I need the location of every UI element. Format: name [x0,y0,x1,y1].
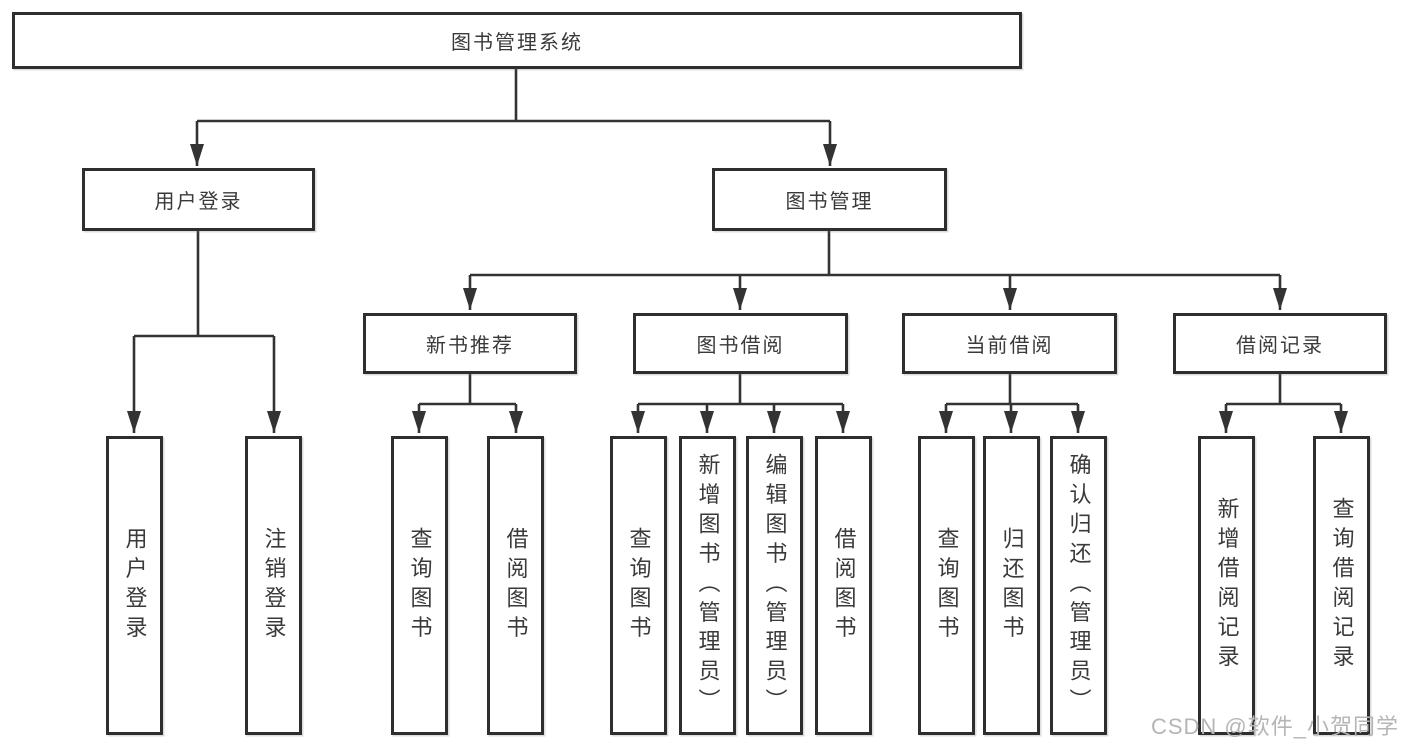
node-label: 借阅记录 [1236,335,1324,357]
node-book-borrowing: 图书借阅 [633,313,848,374]
node-label: 查询图书 [407,526,433,645]
node-label: 查询借阅记录 [1329,497,1355,674]
node-book-management: 图书管理 [712,168,947,231]
node-borrowing-records: 借阅记录 [1173,313,1387,374]
node-leaf-borrow-books-recommend: 借阅图书 [487,436,544,735]
node-leaf-add-borrow-record: 新增借阅记录 [1198,436,1255,735]
csdn-watermark: CSDN @软件_小贺同学 [1150,714,1399,739]
node-label: 图书管理系统 [451,32,583,54]
node-label: 借阅图书 [503,526,529,645]
node-label: 用户登录 [154,191,243,213]
node-leaf-borrow-books-borrowing: 借阅图书 [815,436,872,735]
node-label: 用户登录 [122,526,148,645]
node-user-login-group: 用户登录 [82,168,315,231]
node-leaf-return-book: 归还图书 [983,436,1040,735]
node-leaf-query-books-current: 查询图书 [918,436,975,735]
node-label: 归还图书 [999,526,1025,645]
node-leaf-logout: 注销登录 [245,436,302,735]
node-current-borrowing: 当前借阅 [902,313,1117,374]
node-label: 图书管理 [785,191,874,213]
node-label: 当前借阅 [965,335,1054,357]
node-leaf-query-borrow-record: 查询借阅记录 [1313,436,1370,735]
node-label: 图书借阅 [696,335,785,357]
node-library-management-system: 图书管理系统 [12,12,1022,69]
node-leaf-query-books-recommend: 查询图书 [391,436,448,735]
node-label: 查询图书 [626,526,652,645]
node-label: 新书推荐 [426,335,514,357]
node-label: 新增借阅记录 [1214,497,1240,674]
node-label: 注销登录 [261,526,287,645]
node-label: 编辑图书（管理员） [762,452,788,719]
node-label: 新增图书（管理员） [695,452,721,719]
node-label: 确认归还（管理员） [1066,452,1092,719]
node-label: 借阅图书 [831,526,857,645]
node-new-book-recommendation: 新书推荐 [363,313,577,374]
node-leaf-add-book-admin: 新增图书（管理员） [679,436,736,735]
node-leaf-query-books-borrowing: 查询图书 [610,436,667,735]
node-leaf-edit-book-admin: 编辑图书（管理员） [746,436,803,735]
node-label: 查询图书 [934,526,960,645]
node-leaf-user-login: 用户登录 [106,436,163,735]
node-leaf-confirm-return-admin: 确认归还（管理员） [1050,436,1107,735]
